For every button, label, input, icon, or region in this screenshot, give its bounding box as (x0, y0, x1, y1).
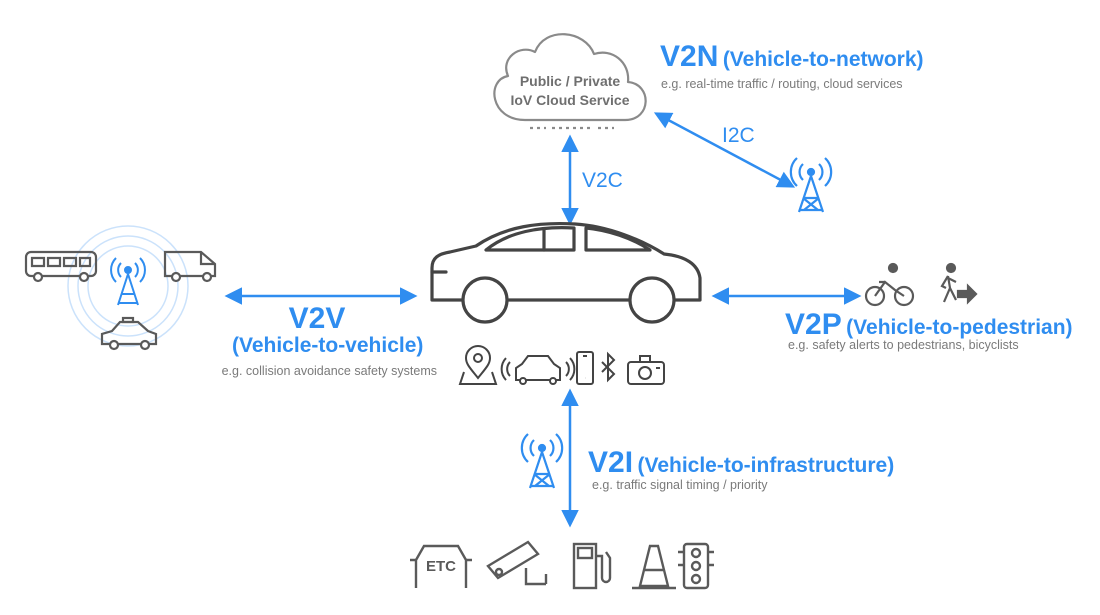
pedestrian-icon (940, 262, 978, 305)
v2i-code: V2I (588, 446, 634, 479)
radio-tower-icon (520, 433, 564, 489)
i2c-arrow (653, 112, 796, 188)
v2c-label: V2C (582, 169, 623, 192)
charging-station-icon (572, 542, 612, 590)
bluetooth-icon (601, 351, 616, 383)
v2p-name: (Vehicle-to-pedestrian) (846, 316, 1073, 339)
traffic-light-icon (678, 542, 714, 590)
v2p-example: e.g. safety alerts to pedestrians, bicyc… (788, 338, 1019, 352)
v2i-example: e.g. traffic signal timing / priority (592, 478, 768, 492)
taxi-icon (100, 316, 158, 351)
etc-toll-icon (410, 544, 472, 588)
radio-tower-icon (110, 257, 146, 306)
bicycle-icon (864, 262, 915, 307)
cloud-icon (493, 33, 647, 130)
van-icon (163, 250, 217, 283)
v2n-name: (Vehicle-to-network) (722, 48, 924, 71)
v2i-heading: V2I (Vehicle-to-infrastructure) (588, 446, 894, 480)
cloud-label-line1: Public / Private (519, 73, 621, 89)
connected-car-icon (500, 355, 576, 385)
bus-icon (24, 250, 98, 283)
v2v-code: V2V (288, 302, 346, 335)
traffic-cone-icon (632, 544, 676, 590)
cloud-label-line2: IoV Cloud Service (510, 92, 630, 108)
v2p-heading: V2P (Vehicle-to-pedestrian) (785, 308, 1073, 342)
dashcam-icon (627, 355, 665, 385)
i2c-label: I2C (722, 124, 755, 147)
phone-icon (576, 351, 594, 385)
v2v-signal-rings (67, 225, 189, 347)
car-icon (430, 221, 702, 324)
v2n-heading: V2N (Vehicle-to-network) (660, 40, 924, 74)
v2n-code: V2N (660, 40, 719, 73)
v2v-heading: V2V (Vehicle-to-vehicle) (232, 302, 424, 358)
cloud-service-label: Public / Private IoV Cloud Service (490, 72, 650, 110)
radio-tower-icon (789, 157, 833, 213)
v2p-code: V2P (785, 308, 842, 341)
v2n-example: e.g. real-time traffic / routing, cloud … (661, 77, 903, 91)
etc-label: ETC (426, 558, 456, 575)
v2v-example: e.g. collision avoidance safety systems (221, 364, 437, 378)
map-pin-icon (458, 345, 498, 385)
traffic-camera-icon (486, 540, 548, 586)
v2v-name: (Vehicle-to-vehicle) (232, 334, 424, 357)
v2i-name: (Vehicle-to-infrastructure) (637, 454, 895, 477)
